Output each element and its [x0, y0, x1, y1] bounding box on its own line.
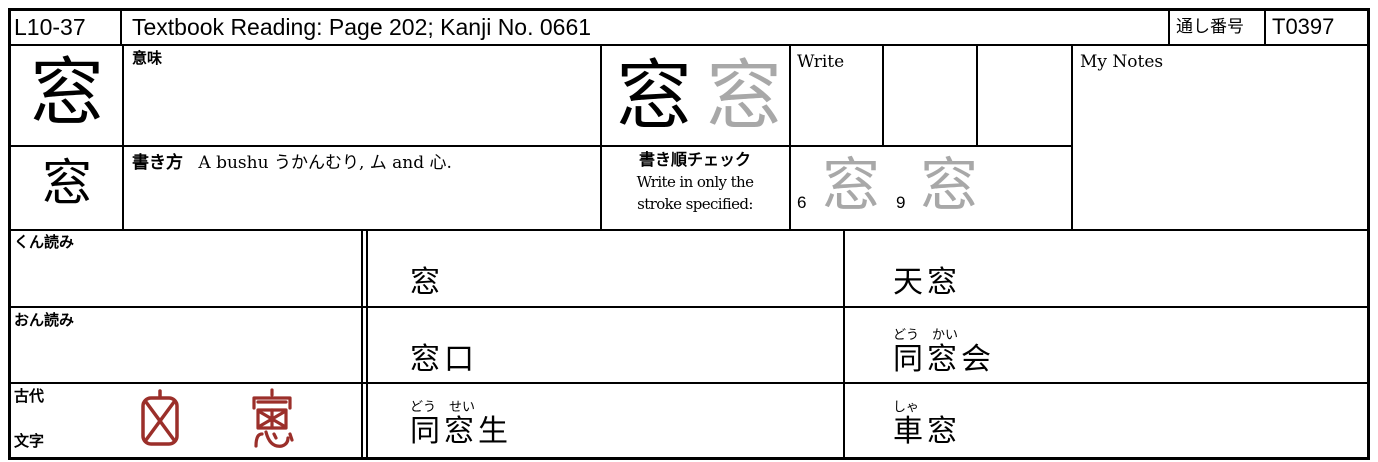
upper-bottom-line — [8, 229, 1370, 231]
border-right — [1367, 8, 1370, 460]
header-sep-3 — [1264, 8, 1266, 46]
ancient-seal-1-icon — [141, 389, 179, 446]
stroke-number-9: 9 — [896, 193, 906, 212]
stroke-check-label: 書き順チェック — [638, 150, 751, 169]
example-ruby-5: どう せい — [410, 400, 476, 415]
example-word-3: 窓口 — [410, 329, 478, 375]
header-divider — [8, 44, 1370, 46]
example-kanji-4: 同窓会 — [893, 342, 995, 377]
ancient-label-1: 古代 — [14, 387, 45, 405]
main-kanji: 窓 — [30, 50, 104, 136]
stroke-check-instruction-2: stroke specified: — [637, 195, 753, 213]
example-kanji-3: 窓口 — [410, 342, 478, 377]
lesson-code: L10-37 — [14, 14, 86, 40]
border-top — [8, 8, 1370, 11]
trace-kanji: 窓 — [706, 51, 782, 140]
meaning-field[interactable] — [132, 70, 592, 140]
example-word-2: 天窓 — [893, 252, 961, 298]
lower-row-line-2 — [8, 382, 1370, 384]
lower-double-1 — [361, 229, 363, 460]
write-box-3[interactable] — [980, 48, 1068, 144]
stroke-kanji-9: 窓 — [919, 151, 978, 219]
sep-kanji-col — [122, 44, 124, 230]
example-word-5: どう せい 同窓生 — [410, 401, 512, 447]
notes-label: My Notes — [1080, 52, 1164, 72]
notes-field[interactable] — [1078, 76, 1364, 226]
example-kanji-2: 天窓 — [893, 265, 961, 300]
write-label: Write — [797, 52, 845, 72]
example-ruby-4: どう かい — [893, 328, 959, 343]
header-sep-2 — [1168, 8, 1170, 46]
upper-mid-line — [8, 145, 1072, 147]
sep-write-box-1 — [882, 44, 884, 146]
how-to-write: 書き方 A bushu うかんむり, ム and 心. — [132, 152, 452, 174]
border-left — [8, 8, 11, 460]
ancient-label-2: 文字 — [14, 432, 45, 450]
example-kanji-5: 同窓生 — [410, 414, 512, 449]
example-word-4: どう かい 同窓会 — [893, 329, 995, 375]
border-bottom — [8, 457, 1370, 460]
sep-write-col — [789, 44, 791, 230]
stroke-kanji-6: 窓 — [821, 151, 880, 219]
serial-label: 通し番号 — [1176, 17, 1244, 37]
stroke-number-6: 6 — [797, 193, 807, 212]
example-kanji-6: 車窓 — [893, 414, 961, 449]
how-to-write-label: 書き方 — [132, 153, 183, 173]
example-word-6: しゃ 車窓 — [893, 401, 961, 447]
serial-value: T0397 — [1272, 14, 1335, 39]
kun-reading-label: くん読み — [14, 233, 75, 251]
write-box-2[interactable] — [886, 48, 974, 144]
sep-model-col — [600, 44, 602, 230]
meaning-label: 意味 — [132, 49, 163, 67]
write-box-1[interactable] — [792, 74, 880, 144]
lower-double-2 — [366, 229, 368, 460]
sep-write-box-2 — [976, 44, 978, 146]
model-kanji: 窓 — [616, 51, 692, 140]
stroke-check-instruction-1: Write in only the — [636, 173, 754, 191]
example-kanji-1: 窓 — [410, 265, 444, 300]
on-reading-label: おん読み — [14, 311, 75, 329]
small-kanji: 窓 — [42, 154, 92, 212]
ancient-seal-2-icon — [252, 388, 294, 448]
example-ruby-6: しゃ — [893, 400, 920, 415]
page-title: Textbook Reading: Page 202; Kanji No. 06… — [132, 14, 592, 40]
example-word-1: 窓 — [410, 252, 444, 298]
lower-row-line-1 — [8, 306, 1370, 308]
sep-notes-col — [1071, 44, 1073, 230]
lower-mid-col — [843, 229, 845, 460]
how-to-write-text: A bushu うかんむり, ム and 心. — [198, 153, 452, 173]
header-sep-1 — [120, 8, 122, 46]
